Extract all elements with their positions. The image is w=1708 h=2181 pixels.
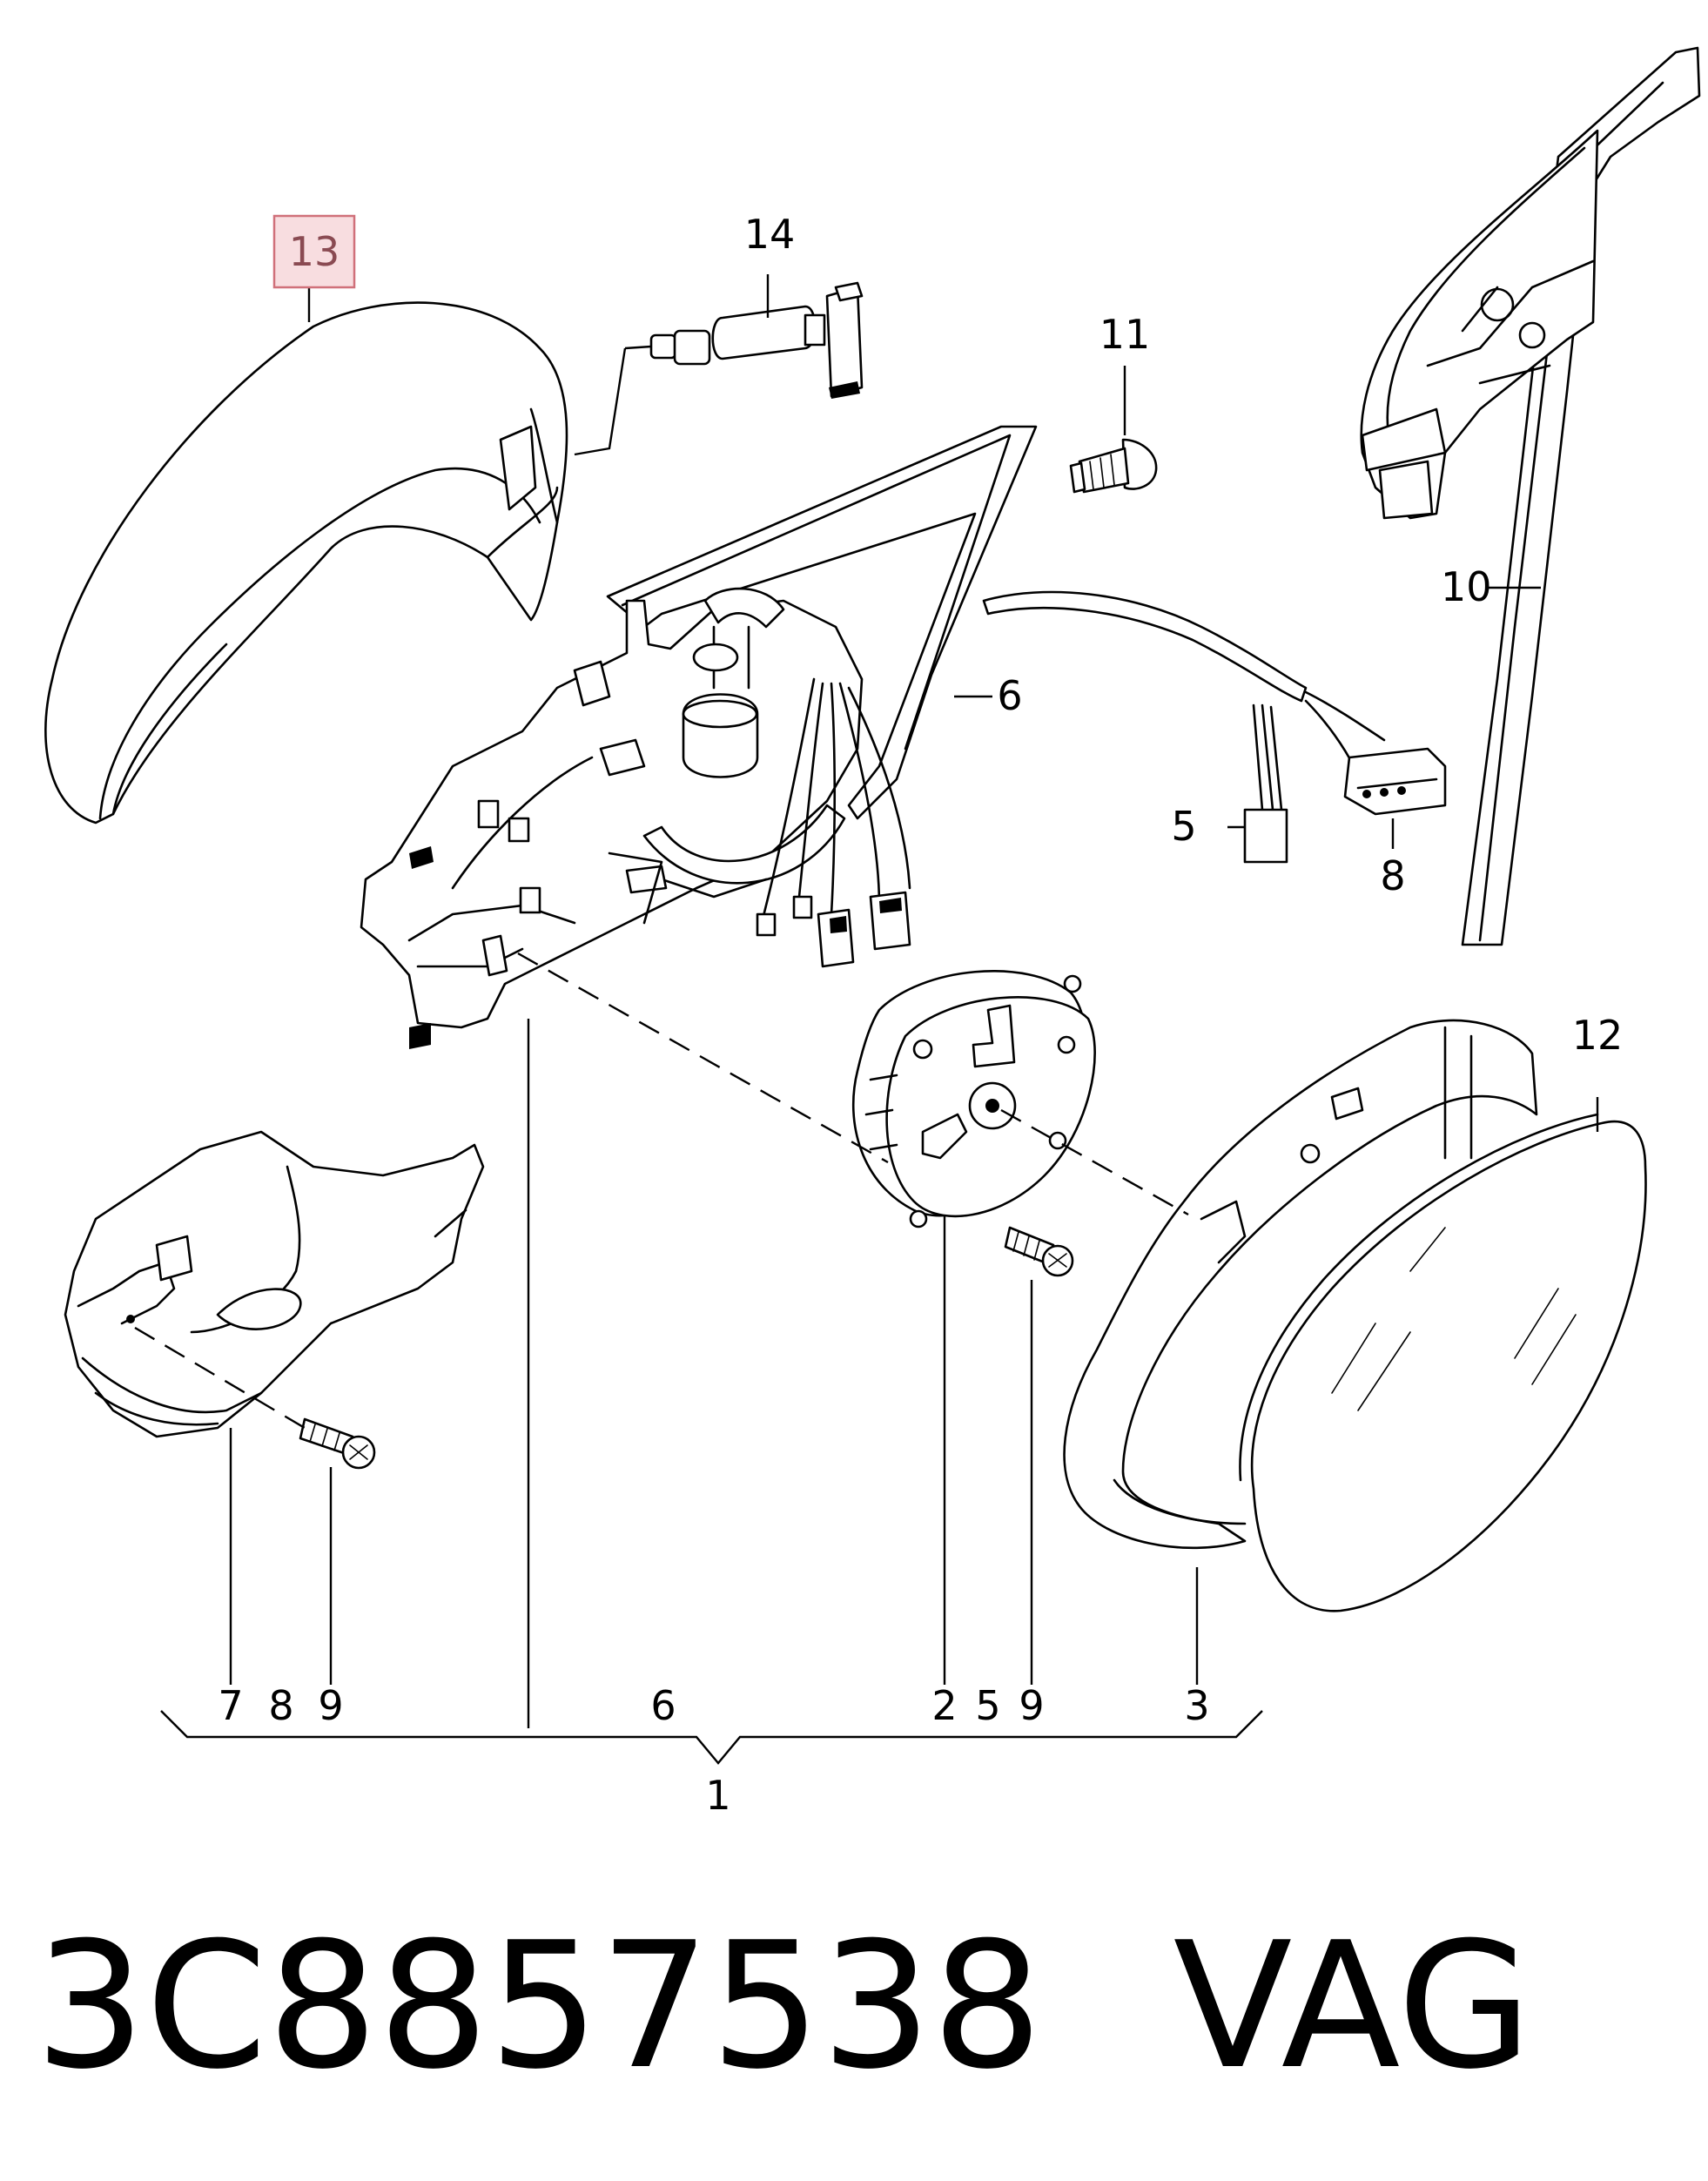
callout-11[interactable]: 11 (1099, 311, 1151, 358)
callout-7[interactable]: 7 (218, 1682, 243, 1729)
part-number: 3C8857538 (35, 1905, 1043, 2108)
mirror-cap-part-13 (44, 301, 568, 825)
callout-1[interactable]: 1 (705, 1772, 730, 1819)
callout-5[interactable]: 5 (975, 1682, 1000, 1729)
assembly-axis-line (1000, 1108, 1189, 1216)
callout-3[interactable]: 3 (1184, 1682, 1209, 1729)
assembly-axis-line (517, 952, 889, 1164)
mirror-housing-trim-part-3 (1063, 1019, 1538, 1550)
mirror-frame-part-6 (360, 425, 1447, 1049)
callout-6[interactable]: 6 (650, 1682, 676, 1729)
adjustment-motor-part-2 (851, 970, 1096, 1228)
callout-9[interactable]: 9 (318, 1682, 343, 1729)
callout-9[interactable]: 9 (1019, 1682, 1044, 1729)
mirror-glass-part-12 (1239, 1113, 1647, 1612)
callout-14[interactable]: 14 (744, 211, 796, 258)
callout-8[interactable]: 8 (268, 1682, 293, 1729)
highlight-box (272, 214, 356, 289)
screw-part-9-right (1004, 1226, 1074, 1277)
callout-5[interactable]: 5 (1171, 803, 1196, 850)
brand-name: VAG (1173, 1905, 1532, 2108)
callout-13[interactable]: 13 (289, 228, 340, 275)
callout-10[interactable]: 10 (1441, 563, 1492, 610)
lower-cover-part-7 (64, 1130, 485, 1438)
window-trim-part-10 (1360, 46, 1701, 946)
leader-lines (160, 274, 1599, 1765)
callout-8[interactable]: 8 (1380, 852, 1405, 899)
turn-signal-lamp-part-14 (574, 281, 864, 456)
screw-part-9-left (299, 1417, 376, 1470)
callout-12[interactable]: 12 (1572, 1012, 1624, 1059)
screw-part-11 (1069, 438, 1158, 494)
callout-6[interactable]: 6 (997, 672, 1022, 719)
callout-2[interactable]: 2 (931, 1682, 957, 1729)
